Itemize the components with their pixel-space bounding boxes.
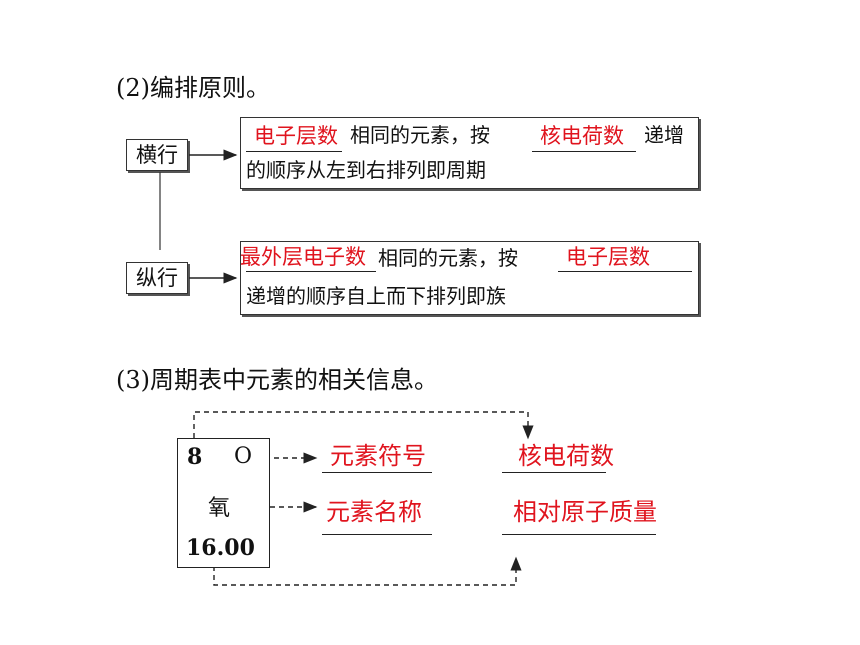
row-line-2: 的顺序从左到右排列即周期 <box>246 158 486 182</box>
section-2-heading: (2)编排原则。 <box>116 74 270 102</box>
row-label-box: 横行 <box>126 139 188 171</box>
answer-name: 元素名称 <box>326 498 422 526</box>
row-text-2: 递增 <box>644 123 684 147</box>
answer-name-underline <box>322 534 432 535</box>
column-label: 纵行 <box>136 266 178 290</box>
column-blank-1: 最外层电子数 <box>240 245 366 269</box>
element-card <box>177 438 270 568</box>
row-rule-box <box>240 117 699 189</box>
column-blank-1-underline <box>246 271 376 272</box>
row-blank-2: 核电荷数 <box>540 124 624 148</box>
column-text-1: 相同的元素，按 <box>378 246 518 270</box>
column-rule-box <box>240 241 699 315</box>
element-symbol: O <box>234 444 253 469</box>
answer-number-underline <box>502 472 606 473</box>
answer-symbol-underline <box>322 472 432 473</box>
column-line-2: 递增的顺序自上而下排列即族 <box>246 284 506 308</box>
row-blank-1: 电子层数 <box>254 124 338 148</box>
answer-symbol: 元素符号 <box>330 442 426 470</box>
element-atomic-number: 8 <box>187 444 203 470</box>
column-blank-2-underline <box>558 271 692 272</box>
row-text-1: 相同的元素，按 <box>350 123 490 147</box>
answer-mass: 相对原子质量 <box>513 498 657 526</box>
row-label: 横行 <box>136 143 178 167</box>
answer-number: 核电荷数 <box>518 442 614 470</box>
row-blank-1-underline <box>246 151 342 152</box>
number-dashed-arrow <box>193 411 534 440</box>
column-label-box: 纵行 <box>126 262 188 294</box>
element-name: 氧 <box>208 496 231 521</box>
column-blank-2: 电子层数 <box>566 245 650 269</box>
element-atomic-mass: 16.00 <box>186 535 255 561</box>
section-3-heading: (3)周期表中元素的相关信息。 <box>116 366 438 394</box>
mass-dashed-arrow <box>213 556 522 586</box>
row-blank-2-underline <box>532 151 636 152</box>
answer-mass-underline <box>502 534 656 535</box>
